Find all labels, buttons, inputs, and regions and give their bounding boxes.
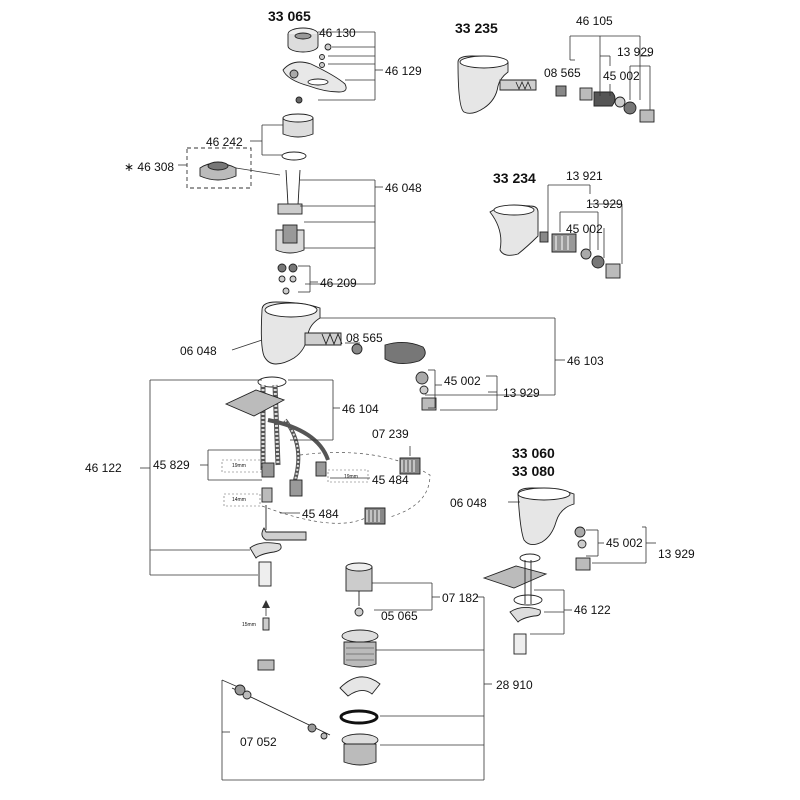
faucet-body-33234 — [489, 204, 621, 279]
label-13929-33234: 13 929 — [586, 197, 623, 211]
label-06048-33060: 06 048 — [450, 496, 487, 510]
assembly-title-33080: 33 080 — [512, 463, 555, 479]
label-46242: 46 242 — [206, 135, 243, 149]
label-45002-main: 45 002 — [444, 374, 481, 388]
lever-handle-assembly — [282, 27, 347, 104]
label-07239: 07 239 — [372, 427, 409, 441]
label-46122-main: 46 122 — [85, 461, 122, 475]
label-45829: 45 829 — [153, 458, 190, 472]
label-46308: ∗ 46 308 — [124, 160, 174, 174]
callout-lines-top — [178, 31, 383, 293]
label-05065: 05 065 — [381, 609, 418, 623]
label-08565-main: 08 565 — [346, 331, 383, 345]
label-45484-a: 45 484 — [372, 473, 409, 487]
assembly-title-33235: 33 235 — [455, 20, 498, 36]
assembly-title-33065: 33 065 — [268, 8, 311, 24]
dim-19mm-a: 19mm — [232, 463, 246, 469]
label-46103: 46 103 — [567, 354, 604, 368]
callout-lines-33060 — [508, 501, 656, 635]
label-28910: 28 910 — [496, 678, 533, 692]
label-13929-33060: 13 929 — [658, 547, 695, 561]
dim-19mm-b: 19mm — [344, 474, 358, 480]
label-08565-33235: 08 565 — [544, 66, 581, 80]
callout-lines-33235 — [569, 35, 651, 110]
label-06048-main: 06 048 — [180, 344, 217, 358]
label-07182: 07 182 — [442, 591, 479, 605]
dim-15mm: 15mm — [242, 622, 256, 628]
label-13929-main: 13 929 — [503, 386, 540, 400]
label-45002-33235: 45 002 — [603, 69, 640, 83]
dim-14mm: 14mm — [232, 497, 246, 503]
label-45002-33060: 45 002 — [606, 536, 643, 550]
label-46048: 46 048 — [385, 181, 422, 195]
label-45484-b: 45 484 — [302, 507, 339, 521]
label-46129: 46 129 — [385, 64, 422, 78]
label-46105: 46 105 — [576, 14, 613, 28]
faucet-body-33235 — [457, 55, 655, 123]
label-46122-33060: 46 122 — [574, 603, 611, 617]
label-45002-33234: 45 002 — [566, 222, 603, 236]
pop-up-waste-assembly — [231, 562, 381, 766]
label-13921: 13 921 — [566, 169, 603, 183]
callout-lines-33234 — [547, 184, 623, 264]
label-46104: 46 104 — [342, 402, 379, 416]
cover-plate-46308 — [186, 147, 252, 189]
label-13929-33235: 13 929 — [617, 45, 654, 59]
cartridge-cap — [281, 113, 314, 161]
assembly-title-33234: 33 234 — [493, 170, 536, 186]
label-46209: 46 209 — [320, 276, 357, 290]
faucet-body-main: 15mm 19mm 19mm 14mm — [221, 301, 431, 631]
label-46130: 46 130 — [319, 26, 356, 40]
diverter-parts-main — [384, 342, 437, 411]
assembly-title-33060: 33 060 — [512, 445, 555, 461]
faucet-body-33060 — [482, 487, 591, 655]
label-07052: 07 052 — [240, 735, 277, 749]
cartridge-body — [275, 169, 305, 295]
